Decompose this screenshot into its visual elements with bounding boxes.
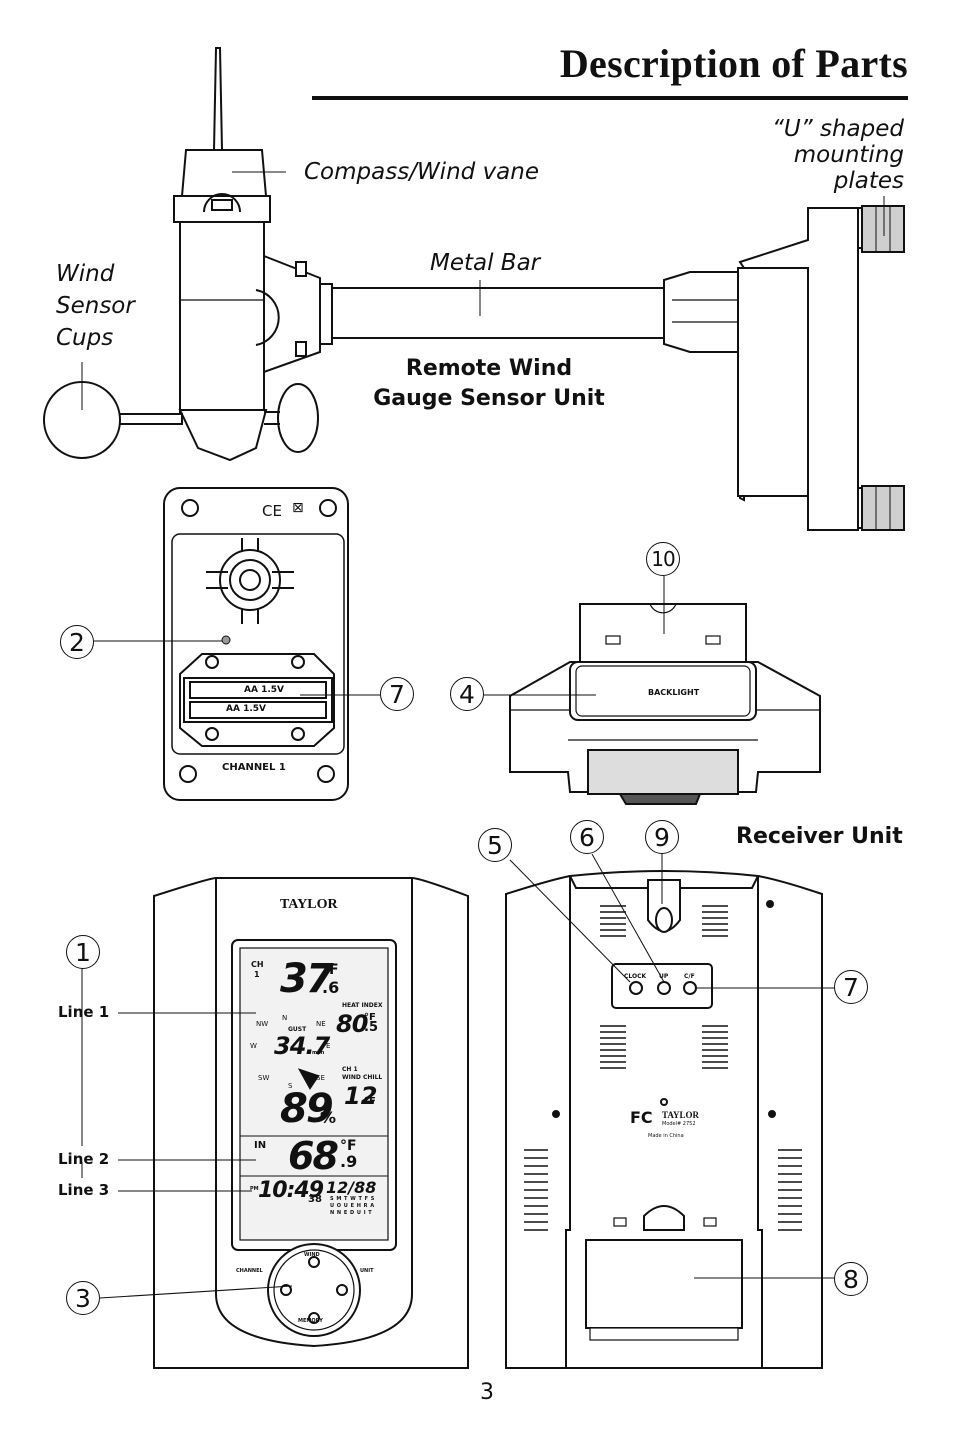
line-3-label: Line 3 — [58, 1181, 110, 1199]
indoor-temp-dec: .9 — [340, 1152, 358, 1171]
wind-chill-ch: CH 1 — [342, 1066, 358, 1073]
receiver-top-view — [509, 603, 821, 805]
clock-time: 10:49 — [258, 1178, 324, 1203]
memory-button-label: MEMORY — [298, 1318, 323, 1324]
wind-sensor-cups-label: Wind Sensor Cups — [56, 261, 135, 351]
heat-index-dec: .5 — [364, 1020, 378, 1035]
model-number: Model# 2752 — [662, 1121, 696, 1127]
lcd-outdoor-deg: °F — [322, 962, 339, 978]
callout-8-battery: 7 — [380, 677, 414, 711]
indoor-deg: °F — [340, 1138, 357, 1154]
backlight-label: BACKLIGHT — [648, 688, 700, 697]
callout-2: 2 — [60, 625, 94, 659]
callout-6: 6 — [570, 820, 604, 854]
compass-wind-vane-label: Compass/Wind vane — [304, 159, 539, 185]
gust-label: GUST — [288, 1026, 307, 1033]
compass-sw: SW — [258, 1074, 269, 1082]
channel-label: CHANNEL 1 — [222, 762, 286, 773]
wind-speed-value: 34.7 — [274, 1032, 330, 1060]
date-value: 12/88 — [326, 1178, 377, 1197]
page-number: 3 — [480, 1380, 494, 1405]
lcd-ch: CH — [251, 960, 264, 969]
title-rule — [312, 96, 908, 100]
receiver-unit-heading: Receiver Unit — [736, 824, 903, 849]
compass-w: W — [250, 1042, 257, 1050]
cf-button-label: C/F — [684, 973, 695, 980]
battery-2-label: AA 1.5V — [226, 704, 266, 714]
callout-9: 9 — [645, 820, 679, 854]
wind-chill-label: WIND CHILL — [342, 1074, 383, 1081]
taylor-brand-back: TAYLOR — [662, 1110, 700, 1120]
heat-index-deg: °F — [364, 1012, 376, 1023]
ce-mark: CE — [262, 502, 282, 520]
callout-1: 1 — [66, 935, 100, 969]
callout-7: 7 — [834, 970, 868, 1004]
compass-s: S — [288, 1082, 293, 1090]
recycle-bin-icon: ⊠ — [292, 500, 304, 516]
heat-index-label: HEAT INDEX — [342, 1002, 383, 1009]
made-in-china: Made in China — [648, 1133, 684, 1139]
wind-chill-unit: °F — [364, 1096, 376, 1107]
wind-button-label: WIND — [304, 1252, 320, 1258]
line-1-label: Line 1 — [58, 1003, 110, 1021]
callout-3: 3 — [66, 1281, 100, 1315]
lcd-outdoor-temp-dec: .6 — [322, 978, 340, 997]
callout-4: 4 — [450, 677, 484, 711]
compass-e: E — [326, 1042, 330, 1050]
wind-chill-value: 12 — [344, 1082, 378, 1110]
humidity-percent: % — [320, 1108, 337, 1127]
weekday-indicators: S M T W T F S U O U E H R A N N E D U I … — [330, 1196, 375, 1216]
unit-button-label: UNIT — [360, 1268, 374, 1274]
lcd-outdoor-temp: 37 — [280, 956, 334, 1002]
receiver-back-view — [505, 870, 823, 1369]
pm-label: PM — [250, 1186, 259, 1192]
u-shaped-mounting-plates-label: “U” shaped mounting plates — [772, 116, 904, 194]
up-button-label: UP — [659, 973, 669, 980]
compass-nw: NW — [256, 1020, 268, 1028]
indoor-temp-value: 68 — [288, 1134, 339, 1178]
wind-sensor-illustration — [43, 47, 905, 531]
mph-label: mph — [312, 1050, 325, 1056]
fcc-logo: FC — [630, 1108, 653, 1127]
callout-10: 10 — [646, 542, 680, 576]
heat-index-value: 80 — [336, 1010, 368, 1038]
receiver-front-view: N NE E SE S SW W NW — [153, 877, 469, 1369]
compass-n: N — [282, 1014, 287, 1022]
clock-button-label: CLOCK — [624, 973, 647, 980]
callout-5: 5 — [478, 828, 512, 862]
clock-seconds: 38 — [308, 1194, 322, 1205]
sensor-unit-heading: Remote Wind Gauge Sensor Unit — [373, 356, 605, 411]
metal-bar-label: Metal Bar — [430, 250, 541, 276]
compass-se: SE — [316, 1074, 325, 1082]
compass-ne: NE — [316, 1020, 326, 1028]
callout-8-receiver: 8 — [834, 1262, 868, 1296]
indoor-label: IN — [254, 1140, 267, 1151]
line-2-label: Line 2 — [58, 1150, 110, 1168]
humidity-value: 89 — [280, 1086, 334, 1132]
page-title: Description of Parts — [559, 41, 908, 86]
battery-1-label: AA 1.5V — [244, 685, 284, 695]
sensor-battery-panel — [163, 487, 349, 801]
taylor-brand-front: TAYLOR — [280, 897, 338, 912]
channel-button-label: CHANNEL — [236, 1268, 263, 1274]
lcd-ch-num: 1 — [254, 970, 260, 979]
